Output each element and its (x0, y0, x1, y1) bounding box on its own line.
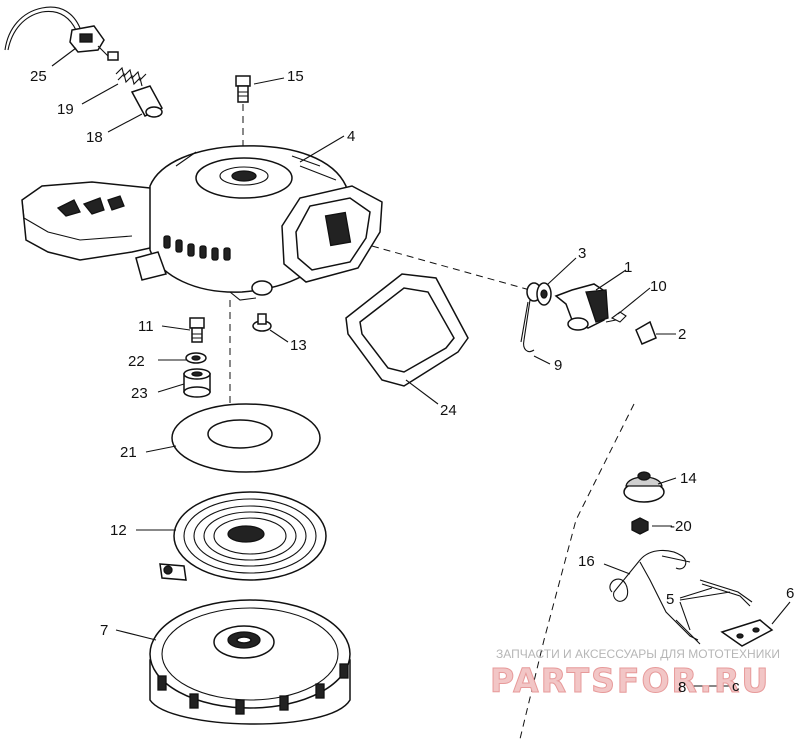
part-11-bolt (189, 317, 205, 343)
part-15-screw (235, 75, 251, 103)
callout-23: 23 (131, 385, 148, 402)
part-14-cap (623, 471, 665, 503)
part-3-retainer (526, 282, 552, 306)
watermark-tagline: ЗАПЧАСТИ И АКСЕССУАРЫ ДЛЯ МОТОТЕХНИКИ (496, 647, 780, 661)
callout-1: 1 (624, 259, 632, 276)
watermark: ЗАПЧАСТИ И АКСЕССУАРЫ ДЛЯ МОТОТЕХНИКИ PA… (490, 647, 780, 701)
part-21-washer-plate (171, 403, 321, 473)
callout-18: 18 (86, 129, 103, 146)
callout-4: 4 (347, 128, 355, 145)
callout-8: 8 (678, 679, 686, 696)
callout-9: 9 (554, 357, 562, 374)
part-20-nut (631, 517, 649, 535)
callout-14: 14 (680, 470, 697, 487)
callout-16: 16 (578, 553, 595, 570)
part-18-pin (130, 85, 164, 118)
callout-5: 5 (666, 591, 674, 608)
part-12-recoil-spring (159, 491, 327, 581)
part-10-clip (605, 311, 627, 323)
callout-13: 13 (290, 337, 307, 354)
part-5-springs (675, 579, 753, 645)
callout-20: -20 (670, 518, 692, 535)
callout-21: 21 (120, 444, 137, 461)
part-7-pulley (149, 599, 351, 725)
callout-8-suffix: c (732, 678, 740, 695)
part-4-starter-housing (21, 145, 383, 301)
part-24-grommet (345, 273, 469, 387)
callout-12: 12 (110, 522, 127, 539)
callout-15: 15 (287, 68, 304, 85)
part-1-handle (554, 283, 609, 331)
callout-10: 10 (650, 278, 667, 295)
part-6-plate (720, 619, 774, 647)
part-22-washer (185, 352, 207, 364)
leader-lines (51, 47, 791, 687)
callout-3: 3 (578, 245, 586, 262)
callout-7: 7 (100, 622, 108, 639)
callout-11: 11 (138, 318, 154, 335)
callout-2: 2 (678, 326, 686, 343)
watermark-brand: PARTSFOR.RU (490, 661, 770, 700)
callout-labels: 25 19 18 15 4 3 1 10 2 9 11 22 23 13 24 … (30, 68, 794, 696)
callout-25: 25 (30, 68, 47, 85)
part-2-decal (635, 320, 657, 345)
callout-22: 22 (128, 353, 145, 370)
part-16-spring-clip (609, 549, 699, 641)
part-9-wire (520, 299, 535, 353)
callout-24: 24 (440, 402, 457, 419)
callout-19: 19 (57, 101, 74, 118)
callout-6: 6 (786, 585, 794, 602)
part-19-spring (115, 66, 147, 87)
part-25-connector (4, 6, 119, 61)
part-13-bolt (252, 313, 272, 332)
part-23-bushing (183, 368, 211, 398)
